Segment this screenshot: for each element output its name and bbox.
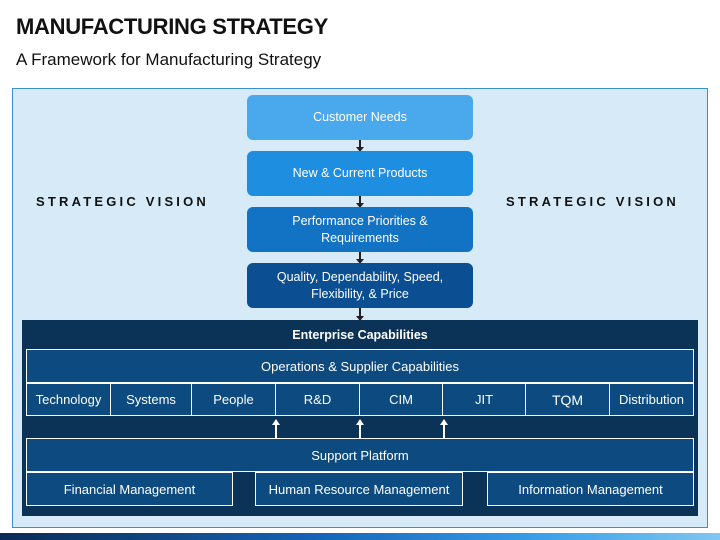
down-arrow-icon <box>356 308 364 321</box>
flow-box-performance-priorities: Performance Priorities & Requirements <box>247 207 473 252</box>
support-information-management: Information Management <box>487 472 694 506</box>
up-arrow-icon <box>356 419 364 438</box>
down-arrow-icon <box>356 196 364 208</box>
up-arrow-icon <box>272 419 280 438</box>
strategic-vision-left: STRATEGIC VISION <box>36 194 210 209</box>
support-platform-bar: Support Platform <box>26 438 694 472</box>
page-title: MANUFACTURING STRATEGY <box>16 14 328 39</box>
page-subtitle: A Framework for Manufacturing Strategy <box>16 50 322 69</box>
capability-cim: CIM <box>360 383 443 416</box>
capability-distribution: Distribution <box>610 383 694 416</box>
enterprise-capabilities-title: Enterprise Capabilities <box>292 328 428 342</box>
down-arrow-icon <box>356 252 364 264</box>
capability-people: People <box>192 383 276 416</box>
capabilities-row: Technology Systems People R&D CIM JIT TQ… <box>26 383 694 416</box>
capability-systems: Systems <box>111 383 192 416</box>
capability-tqm: TQM <box>526 383 610 416</box>
support-financial-management: Financial Management <box>26 472 233 506</box>
strategic-vision-right: STRATEGIC VISION <box>506 194 680 209</box>
down-arrow-icon <box>356 140 364 152</box>
capability-jit: JIT <box>443 383 526 416</box>
operations-supplier-bar: Operations & Supplier Capabilities <box>26 349 694 383</box>
flow-box-customer-needs: Customer Needs <box>247 95 473 140</box>
up-arrow-icon <box>440 419 448 438</box>
footer-gradient-bar <box>0 533 720 540</box>
flow-box-products: New & Current Products <box>247 151 473 196</box>
capability-rnd: R&D <box>276 383 360 416</box>
flow-box-quality-attributes: Quality, Dependability, Speed, Flexibili… <box>247 263 473 308</box>
capability-technology: Technology <box>26 383 111 416</box>
support-human-resource-management: Human Resource Management <box>255 472 463 506</box>
